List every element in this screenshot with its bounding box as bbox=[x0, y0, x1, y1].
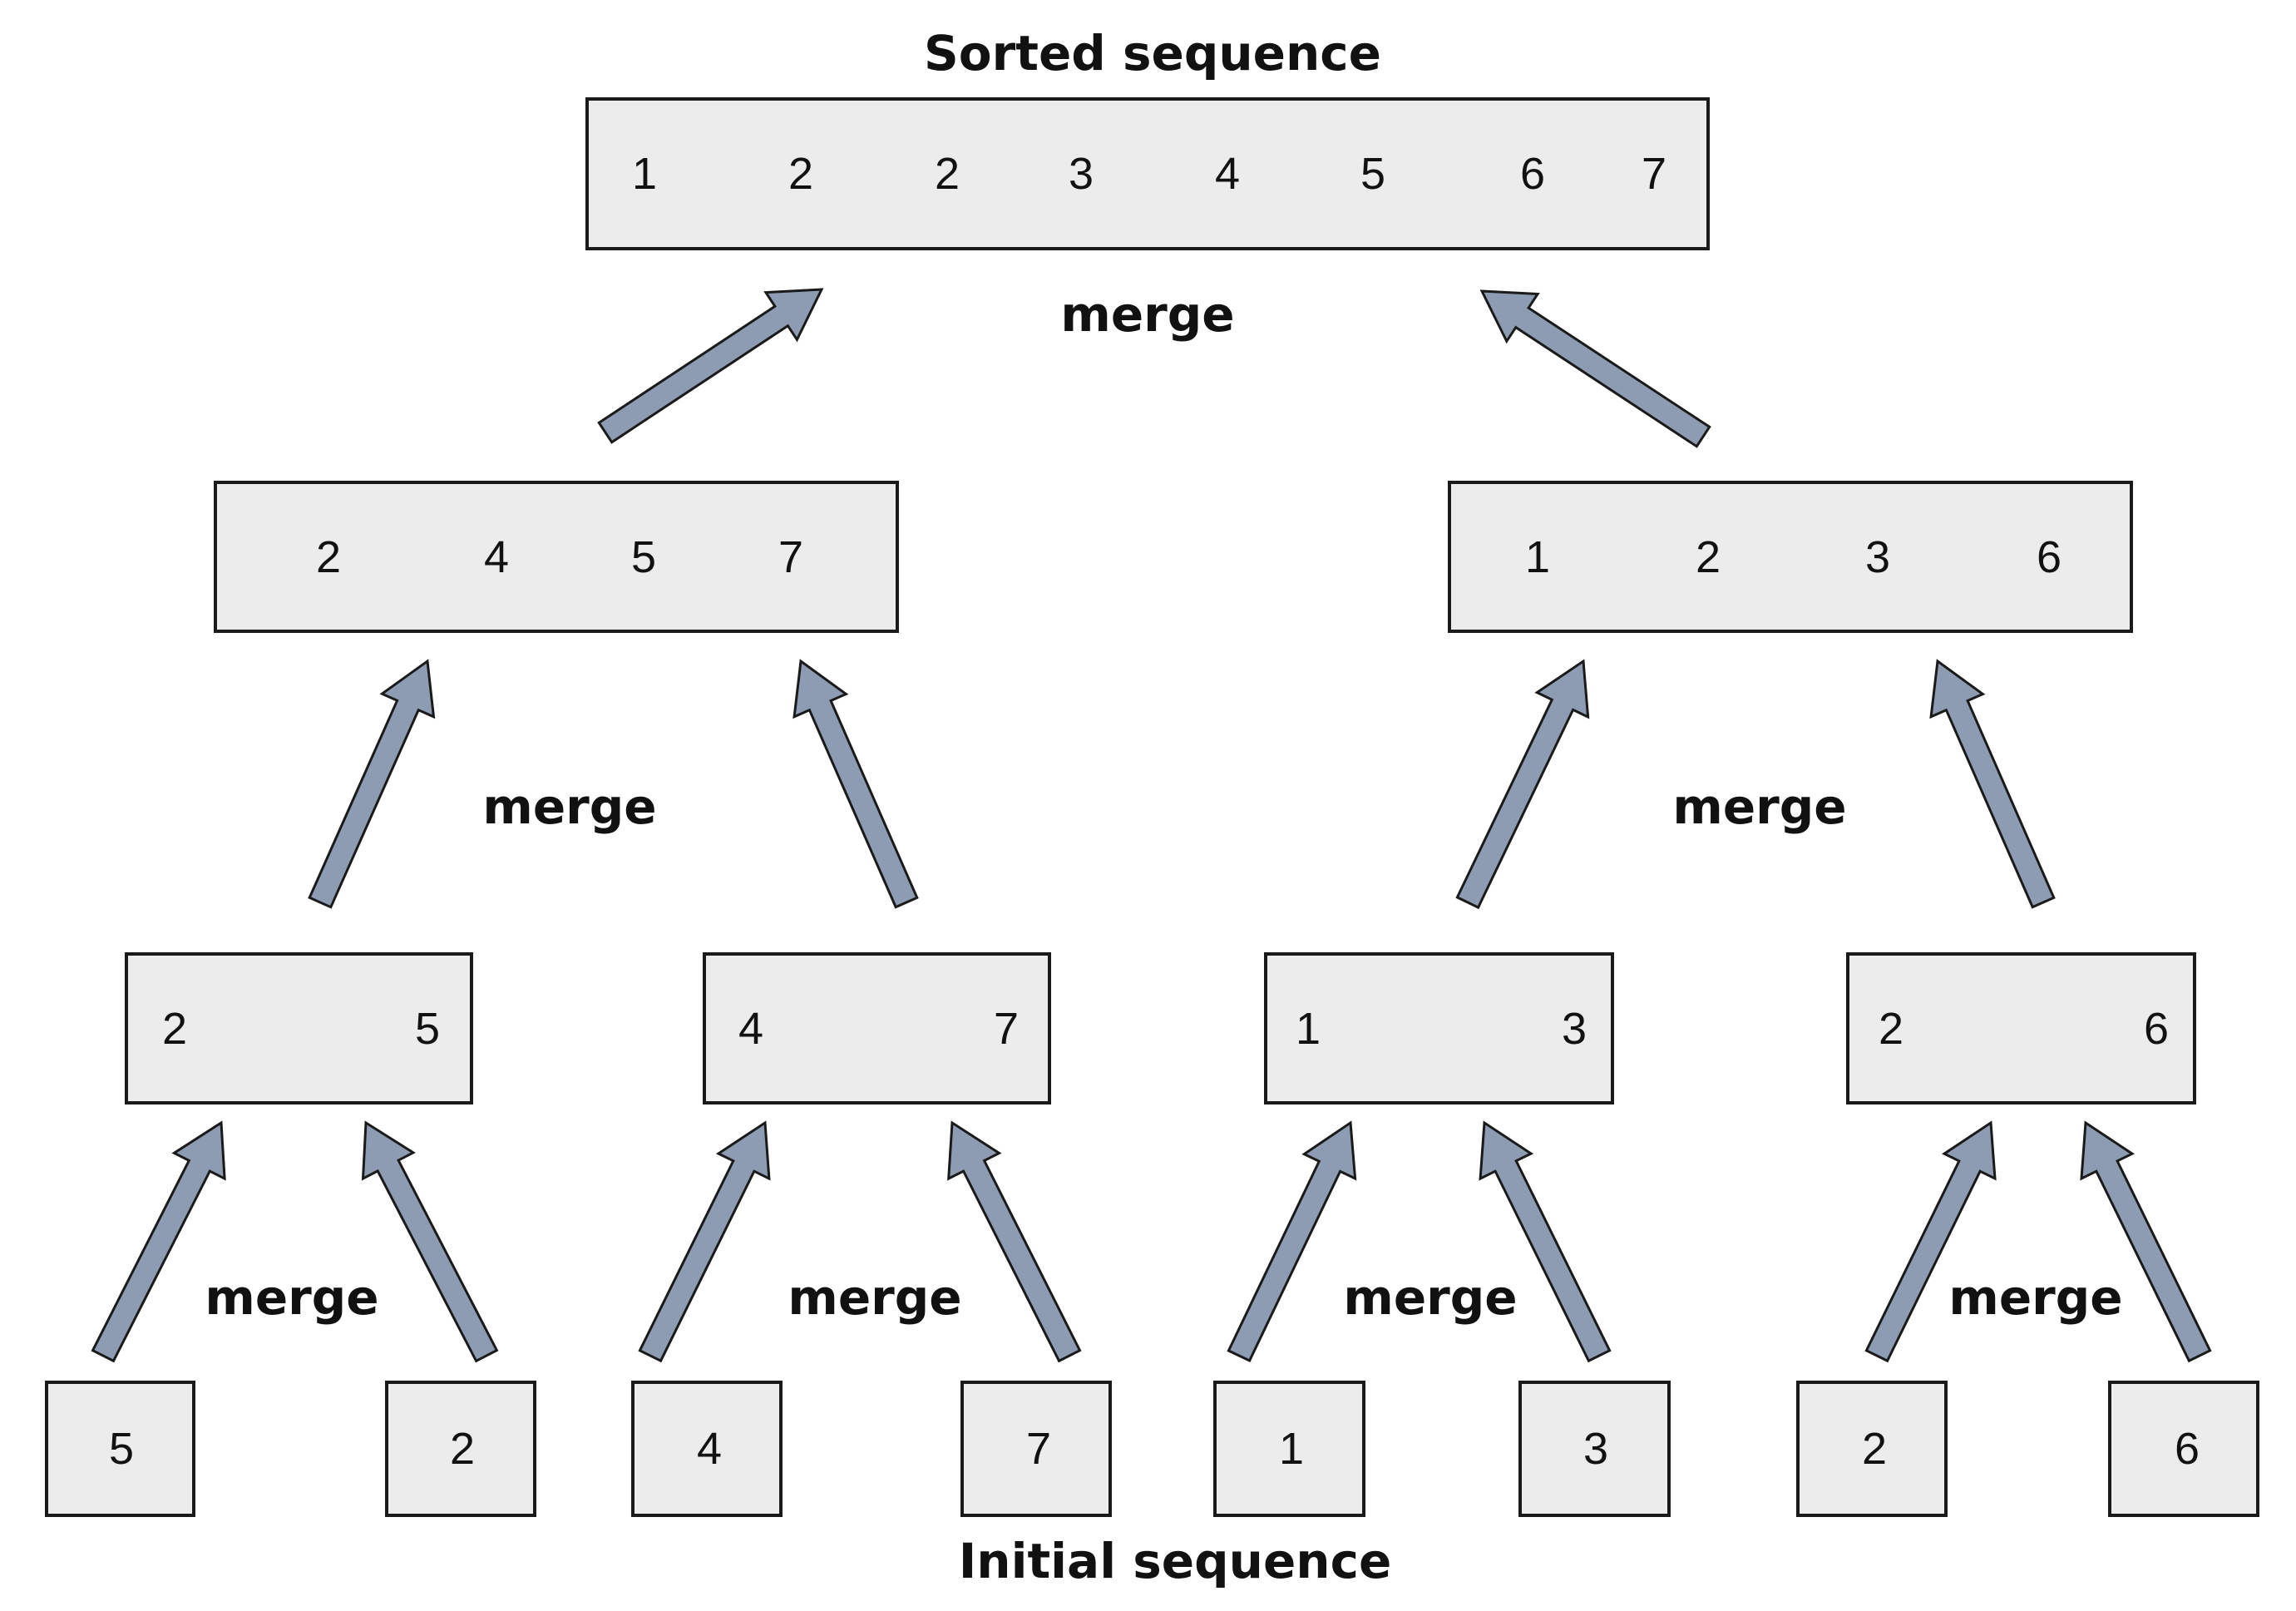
merged-value: 2 bbox=[315, 531, 342, 582]
merge-label: merge bbox=[1343, 1269, 1518, 1326]
sorted-value: 5 bbox=[1360, 149, 1386, 199]
merge-arrow bbox=[308, 659, 436, 909]
pair-value: 3 bbox=[1561, 1003, 1587, 1054]
merged-value: 1 bbox=[1524, 531, 1551, 582]
merge-arrow bbox=[1929, 659, 2056, 909]
sorted-value: 1 bbox=[631, 149, 658, 199]
merge-label: merge bbox=[1060, 286, 1235, 343]
sorted-value: 2 bbox=[934, 149, 960, 199]
initial-value: 3 bbox=[1583, 1424, 1609, 1474]
initial-sequence-title: Initial sequence bbox=[958, 1533, 1392, 1589]
pair-value: 4 bbox=[738, 1003, 764, 1054]
merged-pair-box: 2 6 bbox=[1846, 952, 2196, 1104]
pair-value: 5 bbox=[414, 1003, 441, 1054]
merge-arrow bbox=[792, 659, 919, 909]
sorted-sequence-title: Sorted sequence bbox=[923, 25, 1382, 82]
merged-half-box-right: 1 2 3 6 bbox=[1448, 481, 2133, 633]
merge-arrow bbox=[638, 1120, 771, 1363]
pair-value: 2 bbox=[161, 1003, 188, 1054]
merged-value: 6 bbox=[2036, 531, 2062, 582]
merge-arrow bbox=[1864, 1120, 1997, 1363]
merged-value: 4 bbox=[483, 531, 510, 582]
initial-value: 7 bbox=[1025, 1424, 1052, 1474]
initial-value-box: 2 bbox=[385, 1381, 536, 1517]
pair-value: 7 bbox=[993, 1003, 1020, 1054]
initial-value-box: 4 bbox=[631, 1381, 783, 1517]
merged-pair-box: 1 3 bbox=[1264, 952, 1614, 1104]
pair-value: 2 bbox=[1878, 1003, 1904, 1054]
initial-value-box: 6 bbox=[2108, 1381, 2259, 1517]
merge-arrow-top-right bbox=[1479, 289, 1711, 448]
merge-arrow bbox=[1227, 1120, 1357, 1362]
initial-value: 5 bbox=[108, 1424, 135, 1474]
sorted-value: 3 bbox=[1068, 149, 1094, 199]
initial-value: 1 bbox=[1278, 1424, 1305, 1474]
sorted-value: 6 bbox=[1519, 149, 1546, 199]
pair-value: 6 bbox=[2143, 1003, 2170, 1054]
merged-pair-box: 2 5 bbox=[125, 952, 473, 1104]
merge-arrow bbox=[1479, 1120, 1612, 1363]
initial-value-box: 1 bbox=[1213, 1381, 1365, 1517]
merged-value: 3 bbox=[1864, 531, 1891, 582]
merged-half-box-left: 2 4 5 7 bbox=[214, 481, 899, 633]
merge-label: merge bbox=[482, 778, 657, 835]
merge-arrow bbox=[91, 1120, 226, 1363]
merged-value: 2 bbox=[1695, 531, 1721, 582]
merge-label: merge bbox=[1948, 1269, 2123, 1326]
merged-value: 5 bbox=[630, 531, 657, 582]
merge-arrow bbox=[1455, 659, 1590, 910]
initial-value-box: 2 bbox=[1796, 1381, 1948, 1517]
initial-value: 2 bbox=[1861, 1424, 1888, 1474]
sorted-sequence-box: 1 2 2 3 4 5 6 7 bbox=[585, 97, 1710, 250]
initial-value: 2 bbox=[449, 1424, 476, 1474]
sorted-value: 7 bbox=[1641, 149, 1667, 199]
initial-value: 4 bbox=[696, 1424, 723, 1474]
merge-arrow bbox=[361, 1120, 499, 1363]
merged-value: 7 bbox=[778, 531, 804, 582]
merged-pair-box: 4 7 bbox=[703, 952, 1051, 1104]
initial-value-box: 3 bbox=[1518, 1381, 1671, 1517]
merge-arrow-top-left bbox=[597, 288, 824, 444]
initial-value: 6 bbox=[2174, 1424, 2200, 1474]
merge-label: merge bbox=[788, 1269, 962, 1326]
pair-value: 1 bbox=[1295, 1003, 1321, 1054]
merge-arrow bbox=[947, 1120, 1082, 1363]
merge-label: merge bbox=[205, 1269, 379, 1326]
initial-value-box: 7 bbox=[960, 1381, 1112, 1517]
merge-arrow bbox=[2080, 1120, 2212, 1363]
merge-label: merge bbox=[1672, 778, 1847, 835]
sorted-value: 2 bbox=[788, 149, 814, 199]
sorted-value: 4 bbox=[1214, 149, 1241, 199]
initial-value-box: 5 bbox=[45, 1381, 195, 1517]
